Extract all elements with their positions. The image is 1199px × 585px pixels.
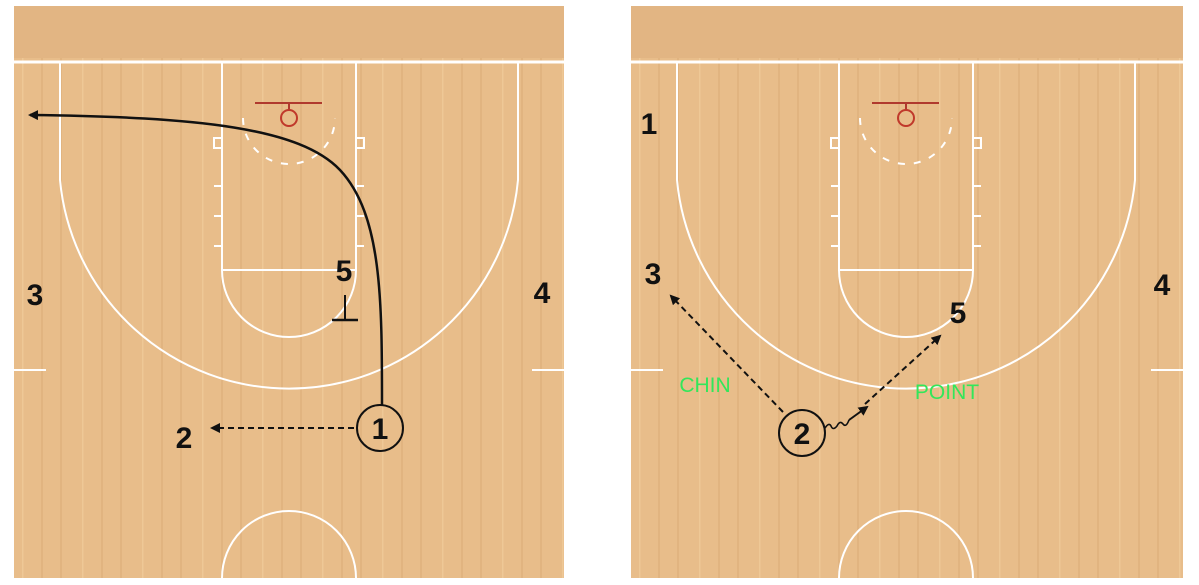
lane-hash-marks: [830, 137, 982, 247]
lane: [221, 61, 357, 271]
player-3: 3: [27, 279, 44, 312]
right-play-diagram: 2 1 3 4 5 CHIN POINT: [617, 0, 1199, 585]
rim: [897, 109, 915, 127]
right-court-svg: 2 1 3 4 5 CHIN POINT: [631, 6, 1183, 579]
restricted-area: [859, 117, 953, 165]
three-point-line: [59, 62, 519, 390]
rim: [280, 109, 298, 127]
player-2: 2: [176, 422, 193, 455]
player-3: 3: [645, 258, 662, 291]
player-4: 4: [534, 277, 551, 310]
cut-path-1: [28, 110, 384, 407]
free-throw-circle: [221, 269, 357, 338]
player-4: 4: [1154, 269, 1171, 302]
call-chin: CHIN: [679, 374, 730, 397]
pass-line-2-to-5: [864, 334, 942, 405]
lane: [838, 61, 974, 271]
player-2-ball-circle: [778, 409, 826, 457]
player-1: 1: [372, 413, 389, 446]
court-floor: [631, 6, 1183, 578]
baseline-band: [14, 6, 564, 58]
pass-line-2-to-3: [669, 294, 784, 413]
player-5: 5: [336, 255, 353, 288]
court-floor: [14, 6, 564, 578]
player-2: 2: [794, 418, 811, 451]
baseline-band: [631, 6, 1183, 58]
left-court-svg: 1 2 3 4 5: [14, 6, 564, 579]
dribble-2: [824, 419, 850, 430]
player-5: 5: [950, 297, 967, 330]
lane-hash-marks: [213, 137, 365, 247]
restricted-area: [242, 117, 336, 165]
center-circle: [221, 510, 357, 579]
player-1-ball-circle: [356, 404, 404, 452]
call-point: POINT: [915, 381, 979, 404]
three-point-line: [676, 62, 1136, 390]
center-circle: [838, 510, 974, 579]
free-throw-circle: [838, 269, 974, 338]
left-play-diagram: 1 2 3 4 5: [0, 0, 582, 585]
player-1: 1: [641, 108, 658, 141]
